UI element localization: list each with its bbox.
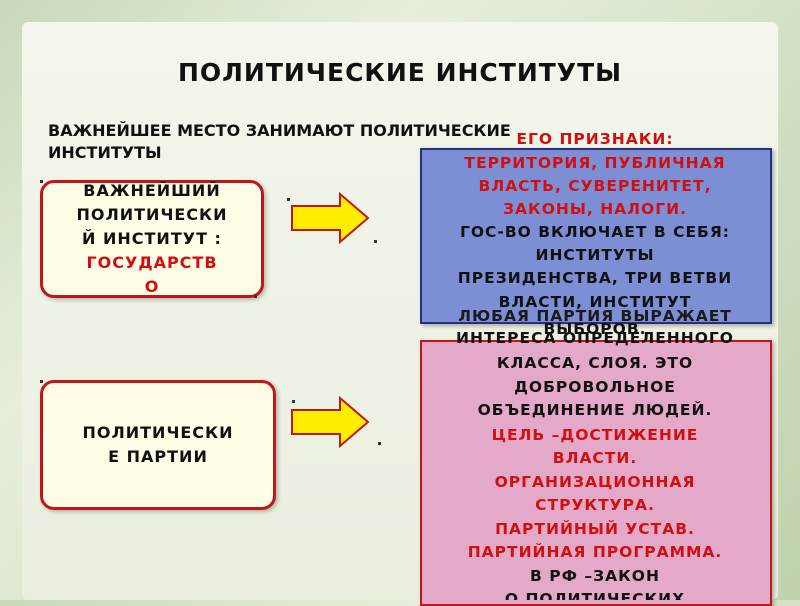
handle-dot — [292, 400, 295, 403]
state-details-box — [420, 148, 772, 324]
handle-dot — [374, 240, 377, 243]
handle-dot — [40, 180, 43, 183]
slide-title: ПОЛИТИЧЕСКИЕ ИНСТИТУТЫ — [177, 58, 623, 87]
state-details-line-4: ГОС-ВО ВКЛЮЧАЕТ В СЕБЯ: — [459, 223, 730, 241]
right-arrow-icon — [291, 192, 370, 244]
handle-dot — [254, 295, 257, 298]
state-details-heading: ЕГО ПРИЗНАКИ: — [516, 130, 674, 148]
party-details-line-8: ОРГАНИЗАЦИОННАЯ — [494, 473, 696, 491]
party-details-box — [420, 340, 772, 606]
party-details-line-13: О ПОЛИТИЧЕСКИХ — [504, 590, 686, 600]
handle-dot — [287, 198, 290, 201]
handle-dot — [378, 442, 381, 445]
state-details-line-8: ВЫБОРОВ. — [543, 320, 647, 338]
party-details-line-5: ОБЪЕДИНЕНИЕ ЛЮДЕЙ. — [477, 401, 713, 419]
slide-subtitle: ВАЖНЕЙШЕЕ МЕСТО ЗАНИМАЮТ ПОЛИТИЧЕСКИЕ ИН… — [48, 120, 628, 164]
state-box-line-2: ПОЛИТИЧЕСКИ — [76, 205, 228, 224]
state-details-line-3: ЗАКОНЫ, НАЛОГИ. — [503, 200, 687, 218]
subtitle-line-1: ВАЖНЕЙШЕЕ МЕСТО ЗАНИМАЮТ ПОЛИТИЧЕСКИЕ — [48, 121, 511, 140]
party-details-line-3: КЛАССА, СЛОЯ. ЭТО — [496, 354, 694, 372]
party-details-line-1: ЛЮБАЯ ПАРТИЯ ВЫРАЖАЕТ — [458, 307, 732, 325]
state-box-line-1: ВАЖНЕЙШИЙ — [83, 181, 221, 200]
party-details-line-10: ПАРТИЙНЫЙ УСТАВ. — [495, 520, 695, 538]
right-arrow-icon — [291, 396, 370, 448]
party-details-line-4: ДОБРОВОЛЬНОЕ — [514, 378, 676, 396]
party-box-line-1: ПОЛИТИЧЕСКИ — [82, 423, 234, 442]
state-box-line-5: О — [144, 277, 160, 296]
party-details-line-12: В РФ –ЗАКОН — [530, 567, 660, 585]
state-details-line-5: ИНСТИТУТЫ — [535, 246, 655, 264]
state-details-line-7: ВЛАСТИ, ИНСТИТУТ — [498, 293, 692, 311]
party-box-line-2: Е ПАРТИИ — [108, 447, 208, 466]
state-details-line-1: ТЕРРИТОРИЯ, ПУБЛИЧНАЯ — [464, 154, 726, 172]
party-details-line-6: ЦЕЛЬ –ДОСТИЖЕНИЕ — [491, 426, 699, 444]
state-box-line-3: Й ИНСТИТУТ : — [82, 229, 222, 248]
state-institution-box: ВАЖНЕЙШИЙ ПОЛИТИЧЕСКИ Й ИНСТИТУТ : ГОСУД… — [40, 180, 264, 298]
party-details-line-2: ИНТЕРЕСА ОПРЕДЕЛЕННОГО — [456, 329, 734, 347]
political-parties-box: ПОЛИТИЧЕСКИ Е ПАРТИИ — [40, 380, 276, 510]
party-details-line-11: ПАРТИЙНАЯ ПРОГРАММА. — [467, 543, 723, 561]
subtitle-line-2: ИНСТИТУТЫ — [48, 143, 162, 162]
state-details-line-2: ВЛАСТЬ, СУВЕРЕНИТЕТ, — [478, 177, 712, 195]
party-details-line-9: СТРУКТУРА. — [535, 496, 655, 514]
state-details-line-6: ПРЕЗИДЕНСТВА, ТРИ ВЕТВИ — [457, 269, 733, 287]
party-details-line-7: ВЛАСТИ. — [552, 449, 638, 467]
state-box-line-4: ГОСУДАРСТВ — [86, 253, 218, 272]
handle-dot — [40, 380, 43, 383]
